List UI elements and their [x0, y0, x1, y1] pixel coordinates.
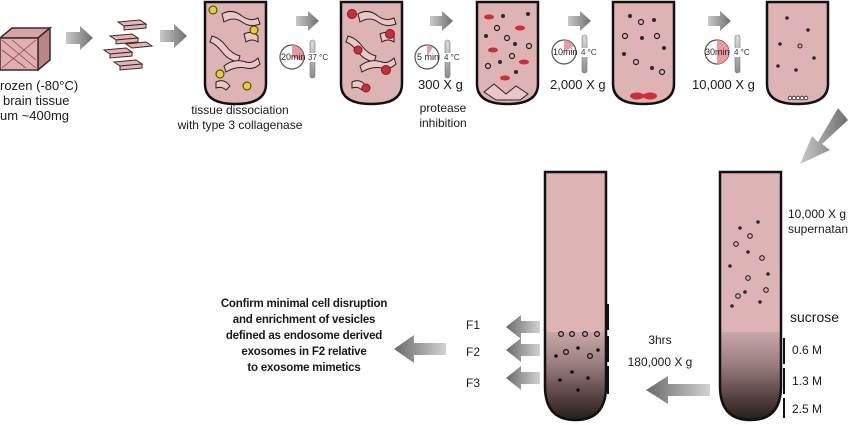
- start-label-line1: rozen (-80°C): [0, 78, 79, 93]
- concentration-label-2: 1.3 M: [792, 374, 823, 388]
- tube-dissociation: [203, 0, 268, 106]
- ultracentrifuge-label-line1: 3hrs: [648, 333, 672, 347]
- dissociation-label-line1: tissue dissociation: [191, 103, 289, 117]
- tube-spin-10000g: [765, 0, 830, 106]
- process-arrow-icon: [66, 11, 848, 164]
- tissue-block-icon: [0, 26, 53, 72]
- spin3-speed-label: 10,000 X g: [692, 77, 755, 92]
- conclusion-line2: and enrichment of vesicles: [232, 314, 376, 326]
- start-label-line3: um ~400mg: [0, 108, 70, 123]
- start-label-line2: brain tissue: [3, 93, 70, 108]
- protease-label-line2: inhibition: [419, 116, 467, 130]
- timer3-time: 10min: [553, 47, 578, 57]
- spin2-speed-label: 2,000 X g: [550, 77, 606, 92]
- protease-speed-label: 300 X g: [418, 77, 463, 92]
- conclusion-line4: exosomes in F2 relative: [241, 346, 367, 358]
- tissue-slices-icon: [102, 19, 154, 71]
- supernatant-label-line1: 10,000 X g: [788, 207, 847, 221]
- collection-arrow-icon: [394, 315, 710, 404]
- fraction-label-1: F1: [466, 318, 481, 332]
- tube-spin-300g: [475, 0, 540, 106]
- timer1-time: 20min: [281, 52, 306, 62]
- tube-protease: [339, 0, 404, 106]
- timer-icon: [279, 39, 730, 70]
- conclusion-line1: Confirm minimal cell disruption: [220, 298, 388, 310]
- timer2-temp: 4 °C: [444, 53, 460, 62]
- supernatant-label-line2: supernatan: [788, 222, 849, 236]
- timer1-temp: 37 °C: [308, 53, 329, 62]
- timer3-temp: 4 °C: [581, 48, 597, 57]
- sucrose-label: sucrose: [790, 309, 840, 325]
- conclusion-line5: to exosome mimetics: [247, 362, 361, 374]
- fractionated-tube: [543, 170, 608, 422]
- sucrose-gradient-tube: [718, 170, 783, 422]
- dissociation-label-line2: with type 3 collagenase: [177, 118, 303, 132]
- ultracentrifuge-label-line2: 180,000 X g: [627, 355, 693, 369]
- timer2-time: 5 min: [417, 52, 440, 62]
- timer4-time: 30min: [705, 47, 730, 57]
- fraction-label-2: F2: [466, 345, 481, 359]
- tube-spin-2000g: [611, 0, 676, 106]
- protease-label-line1: protease: [419, 101, 467, 115]
- fraction-label-3: F3: [466, 376, 481, 390]
- timer4-temp: 4 °C: [734, 48, 750, 57]
- concentration-label-3: 2.5 M: [792, 402, 823, 416]
- concentration-label-1: 0.6 M: [792, 343, 823, 357]
- conclusion-line3: defined as endosome derived: [225, 330, 383, 342]
